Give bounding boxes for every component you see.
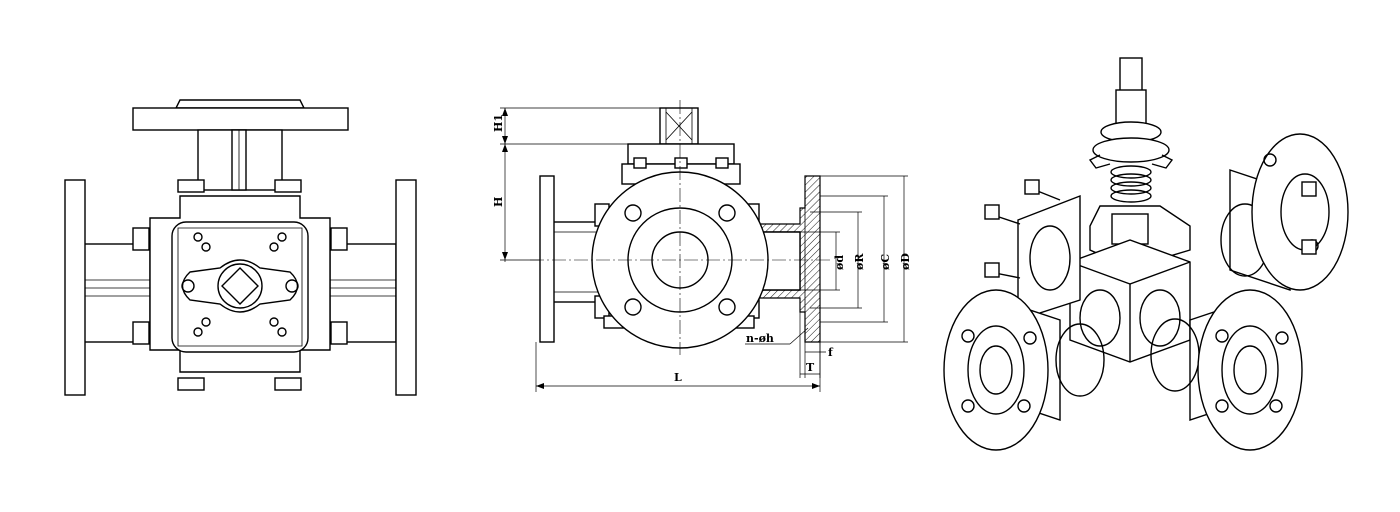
front-view — [64, 99, 417, 396]
label-d: ød — [833, 255, 846, 270]
label-h1: H1 — [492, 114, 505, 132]
label-c: øC — [879, 254, 892, 270]
label-f: f — [828, 346, 834, 359]
label-dd: øD — [899, 253, 912, 270]
label-r: øR — [853, 253, 866, 270]
section-view: H1 H L f T n-øh ød øR øC øD — [492, 100, 912, 392]
label-l: L — [674, 371, 682, 384]
exploded-view — [943, 57, 1349, 451]
label-t: T — [806, 361, 815, 374]
label-bolt-holes: n-øh — [746, 332, 774, 345]
label-h: H — [492, 197, 505, 207]
